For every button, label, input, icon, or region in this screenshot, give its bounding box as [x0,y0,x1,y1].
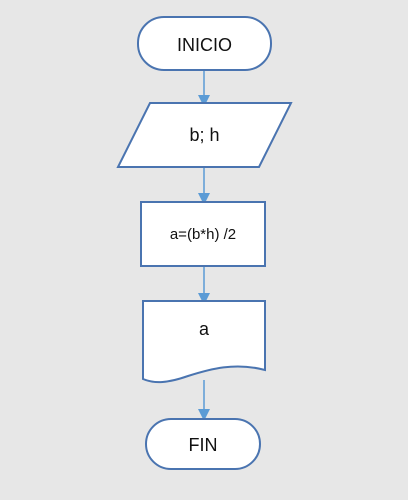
start-node-shape [137,16,272,71]
process-node: a=(b*h) /2 [140,201,266,267]
start-node-label: INICIO [177,35,232,55]
end-node: FIN [145,418,261,470]
input-node-label: b; h [189,125,219,145]
output-node-shape [142,300,266,384]
start-node: INICIO [137,16,272,71]
input-node: b; h [116,102,293,168]
output-node-label: a [199,319,210,339]
input-node-shape [116,102,293,168]
process-node-label: a=(b*h) /2 [170,226,236,243]
output-node: a [142,300,266,384]
end-node-shape [145,418,261,470]
end-node-label: FIN [189,435,218,455]
process-node-shape [140,201,266,267]
